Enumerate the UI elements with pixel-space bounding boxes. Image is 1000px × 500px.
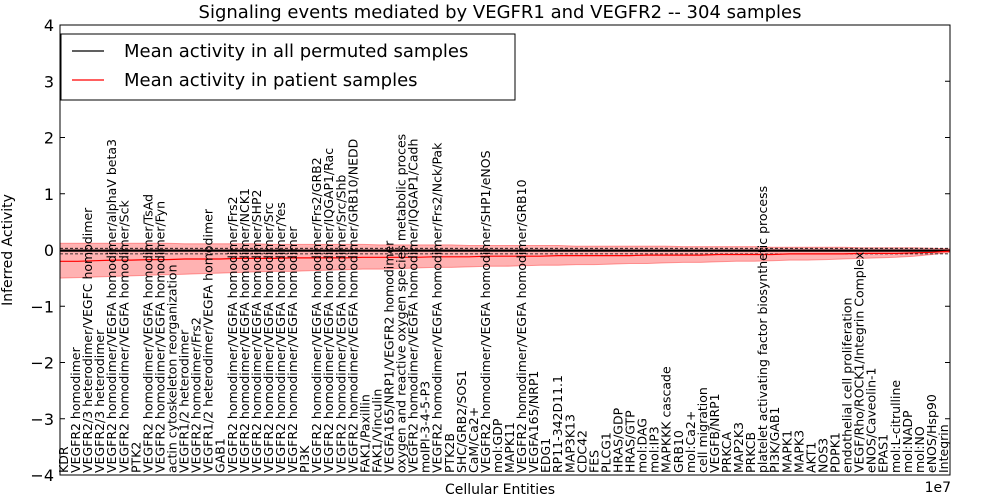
category-label: VEGFR1/2 heterodimer [177, 329, 192, 473]
category-label: VEGFR2 homodimer/VEGFA homodimer/NCK1 [237, 188, 252, 473]
category-label: CDC42 [574, 430, 589, 473]
y-tick-label: 1 [44, 185, 54, 204]
category-label: HRAS/GDP [611, 407, 626, 473]
category-label: VEGFR2 homodimer/VEGFA homodimer/SHP2 [249, 189, 264, 473]
category-label: VEGFR2 homodimer/VEGFA homodimer [285, 226, 300, 473]
category-label: VEGFR2 homodimer/VEGFA homodimer/Sck [116, 200, 131, 473]
category-label: mol:NADP [900, 410, 915, 473]
category-label: AKT1 [803, 442, 818, 473]
category-label: PDPK1 [828, 432, 843, 473]
category-label: GAB1 [213, 438, 228, 473]
category-label: VEGFA165/NRP1 [526, 371, 541, 473]
category-label: actin cytoskeleton reorganization [165, 264, 180, 473]
category-label: eNOS/Caveolin-1 [864, 368, 879, 473]
chart-title: Signaling events mediated by VEGFR1 and … [199, 2, 802, 23]
y-tick-label: −2 [30, 354, 54, 373]
category-label: Integrin [936, 424, 951, 473]
category-label: VEGFR2 homodimer/VEGFA homodimer/Fyn [152, 201, 167, 473]
category-label: VEGFB/NRP1 [707, 393, 722, 473]
y-axis: −4 −3 −2 −1 0 1 2 3 4 [30, 16, 950, 485]
category-label: platelet activating factor biosynthetic … [755, 186, 770, 473]
y-tick-label: 4 [44, 16, 54, 35]
category-label: PLCG1 [599, 432, 614, 473]
category-label: PTK2 [128, 442, 143, 473]
category-label: MAPKKK cascade [659, 366, 674, 473]
category-label: VEGFR2/3 heterodimer [92, 329, 107, 473]
legend: Mean activity in all permuted samples Me… [60, 33, 516, 101]
plot-area [59, 242, 951, 279]
category-label: VEGFR2 homodimer/VEGFA homodimer/Yes [273, 202, 288, 473]
category-label: PI3K/GAB1 [767, 407, 782, 473]
y-tick-label: 2 [44, 129, 54, 148]
category-label: VEGFR2 homodimer/VEGFA homodimer/IQGAP1/… [406, 139, 421, 473]
category-label: VEGFR2 homodimer [68, 346, 83, 473]
x-axis-offset-label: 1e7 [925, 480, 951, 496]
category-label: EPAS1 [876, 434, 891, 473]
legend-label-patient: Mean activity in patient samples [124, 70, 418, 91]
category-label: mol:GDP [490, 418, 505, 473]
category-label: VEGFR2 homodimer/VEGFA homodimer/Src/Shb [333, 175, 348, 473]
category-label: FAK1/Vinculin [369, 389, 384, 473]
y-axis-label: Inferred Activity [0, 194, 16, 306]
category-label: PRKCB [743, 432, 758, 473]
y-tick-label: −3 [30, 410, 54, 429]
category-label: endothelial cell proliferation [840, 298, 855, 473]
category-label: MAPK3 [791, 430, 806, 473]
category-label: mol:Ca2+ [683, 411, 698, 473]
category-label: mol:IP3 [647, 426, 662, 473]
category-label: MAP3K13 [562, 414, 577, 473]
category-label: VEGFA165/NRP1/VEGFR2 homodimer [382, 240, 397, 473]
category-label: KDR [56, 446, 71, 473]
category-label: VEGF/Rho/ROCK1/Integrin Complex [852, 252, 867, 473]
category-label: oxygen and reactive oxygen species metab… [394, 134, 409, 473]
category-label: VEGFR2 homodimer/VEGFA homodimer/IQGAP1/… [321, 148, 336, 473]
category-label: VEGFR2 homodimer/VEGFA homodimer/GRB10 [514, 179, 529, 473]
category-label: cell migration [695, 387, 710, 473]
category-label: MAPK1 [779, 430, 794, 473]
y-tick-label: 3 [44, 72, 54, 91]
category-label: CaM/Ca2+ [466, 407, 481, 473]
category-label: eNOS/Hsp90 [924, 394, 939, 473]
series-line-patient [60, 250, 951, 262]
y-tick-label: −1 [30, 297, 54, 316]
category-label: PRKCA [719, 432, 734, 473]
x-axis-label: Cellular Entities [445, 482, 555, 498]
category-label: VEGFR2 homodimer/VEGFA homodimer/SHP1/eN… [478, 150, 493, 473]
category-label: PTK2B [442, 433, 457, 473]
category-label: VEGFR2 homodimer/VEGFA homodimer/Frs2/Nc… [430, 142, 445, 473]
category-label: VEGFR2 homodimer/VEGFA homodimer/alphaV … [104, 139, 119, 473]
category-label: MAPK11 [502, 422, 517, 473]
category-label: VEGFR2 homodimer/VEGFA homodimer/GRB10/N… [345, 139, 360, 473]
category-label: VEGFR2 homodimer/VEGFA homodimer/Frs2 [225, 196, 240, 473]
category-label: MAP2K3 [731, 422, 746, 473]
legend-box [60, 33, 516, 101]
category-label: VEGFR2 homodimer/Frs2 [189, 317, 204, 473]
category-label: RP11-342D11.1 [550, 375, 565, 473]
category-label: VEGFR2/3 heterodimer/VEGFC homodimer [80, 207, 95, 473]
y-tick-label: 0 [44, 241, 54, 260]
category-label: FAK1/Paxillin [357, 394, 372, 473]
category-label: mol:DAG [635, 418, 650, 473]
category-label: SHC/GRB2/SOS1 [454, 370, 469, 473]
category-label: VEGFR2 homodimer/VEGFA homodimer/Frs2/GR… [309, 157, 324, 473]
category-label: VEGFR1/2 heterodimer/VEGFA homodimer [201, 208, 216, 473]
category-label: HRAS/GTP [623, 410, 638, 473]
category-label: mol:NO [912, 426, 927, 473]
category-label: EDG1 [538, 438, 553, 473]
category-label: VEGFR2 homodimer/VEGFA homodimer/Src [261, 203, 276, 473]
category-label: VEGFR2 homodimer/VEGFA homodimer/TsAd [140, 194, 155, 473]
legend-label-permuted: Mean activity in all permuted samples [124, 41, 468, 62]
category-label: mol:L-citrulline [888, 380, 903, 473]
category-label: moIPI-3-4-5-P3 [418, 381, 433, 473]
category-label: PI3K [297, 445, 312, 473]
y-tick-label: −4 [30, 466, 54, 485]
category-label: FES [586, 450, 601, 473]
category-label: NOS3 [816, 438, 831, 473]
category-label: GRB10 [671, 430, 686, 473]
